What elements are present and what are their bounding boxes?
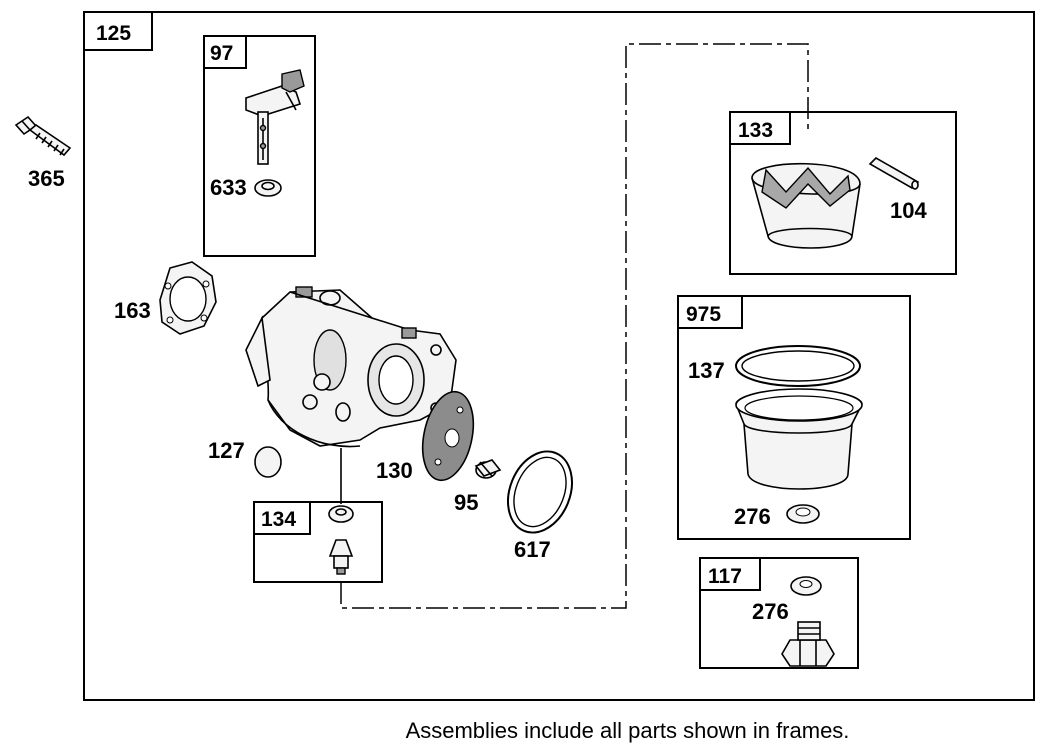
frame-134: [253, 501, 383, 583]
screw-part: [474, 459, 502, 479]
part-label-617: 617: [514, 537, 551, 562]
part-label-127: 127: [208, 438, 245, 463]
frame-tab-133: [729, 111, 791, 145]
bolt-part: [14, 115, 72, 157]
frame-97: [203, 35, 316, 257]
inlet-needle-seat-part: [328, 505, 354, 523]
welch-plug-part: [254, 446, 282, 478]
float-bowl-part: [735, 388, 863, 490]
part-label-276-bowl: 276: [734, 504, 771, 529]
inlet-needle-part: [328, 539, 354, 575]
part-label-95: 95: [454, 490, 478, 515]
main-frame: [83, 11, 1035, 701]
part-label-365: 365: [28, 166, 65, 191]
frame-number-134: 134: [261, 508, 296, 531]
hinge-pin-part: [868, 157, 920, 190]
frame-tab-975: [677, 295, 743, 329]
part-label-130: 130: [376, 458, 413, 483]
o-ring-part: [507, 450, 573, 534]
part-label-137: 137: [688, 358, 725, 383]
caption-text: Assemblies include all parts shown in fr…: [405, 718, 850, 743]
gasket-part: [159, 261, 217, 335]
frame-tab-117: [699, 557, 761, 591]
frame-number-133: 133: [738, 119, 773, 142]
part-label-163: 163: [114, 298, 151, 323]
frame-tab-125: [83, 11, 153, 51]
float-part: [751, 162, 861, 249]
carburetor-body-part: [245, 286, 457, 448]
frame-number-975: 975: [686, 303, 721, 326]
part-label-633: 633: [210, 175, 247, 200]
frame-tab-134: [253, 501, 311, 535]
bowl-washer-part: [786, 504, 820, 524]
diagram-caption: Assemblies include all parts shown in fr…: [0, 718, 1055, 744]
frame-number-117: 117: [708, 565, 742, 588]
assembly-connector-line: [340, 43, 809, 609]
frame-117: [699, 557, 859, 669]
part-label-276-nut: 276: [752, 599, 789, 624]
frame-133: [729, 111, 957, 275]
frame-number-125: 125: [96, 22, 131, 45]
frame-tab-97: [203, 35, 247, 69]
bowl-nut-washer-part: [790, 576, 822, 596]
bowl-nut-part: [781, 621, 835, 667]
choke-shaft-part: [245, 69, 305, 165]
frame-number-97: 97: [210, 42, 233, 65]
part-label-104: 104: [890, 198, 927, 223]
seal-washer-part: [254, 179, 282, 197]
diaphragm-part: [421, 390, 475, 482]
frame-975: [677, 295, 911, 540]
float-bowl-gasket-part: [735, 345, 861, 387]
